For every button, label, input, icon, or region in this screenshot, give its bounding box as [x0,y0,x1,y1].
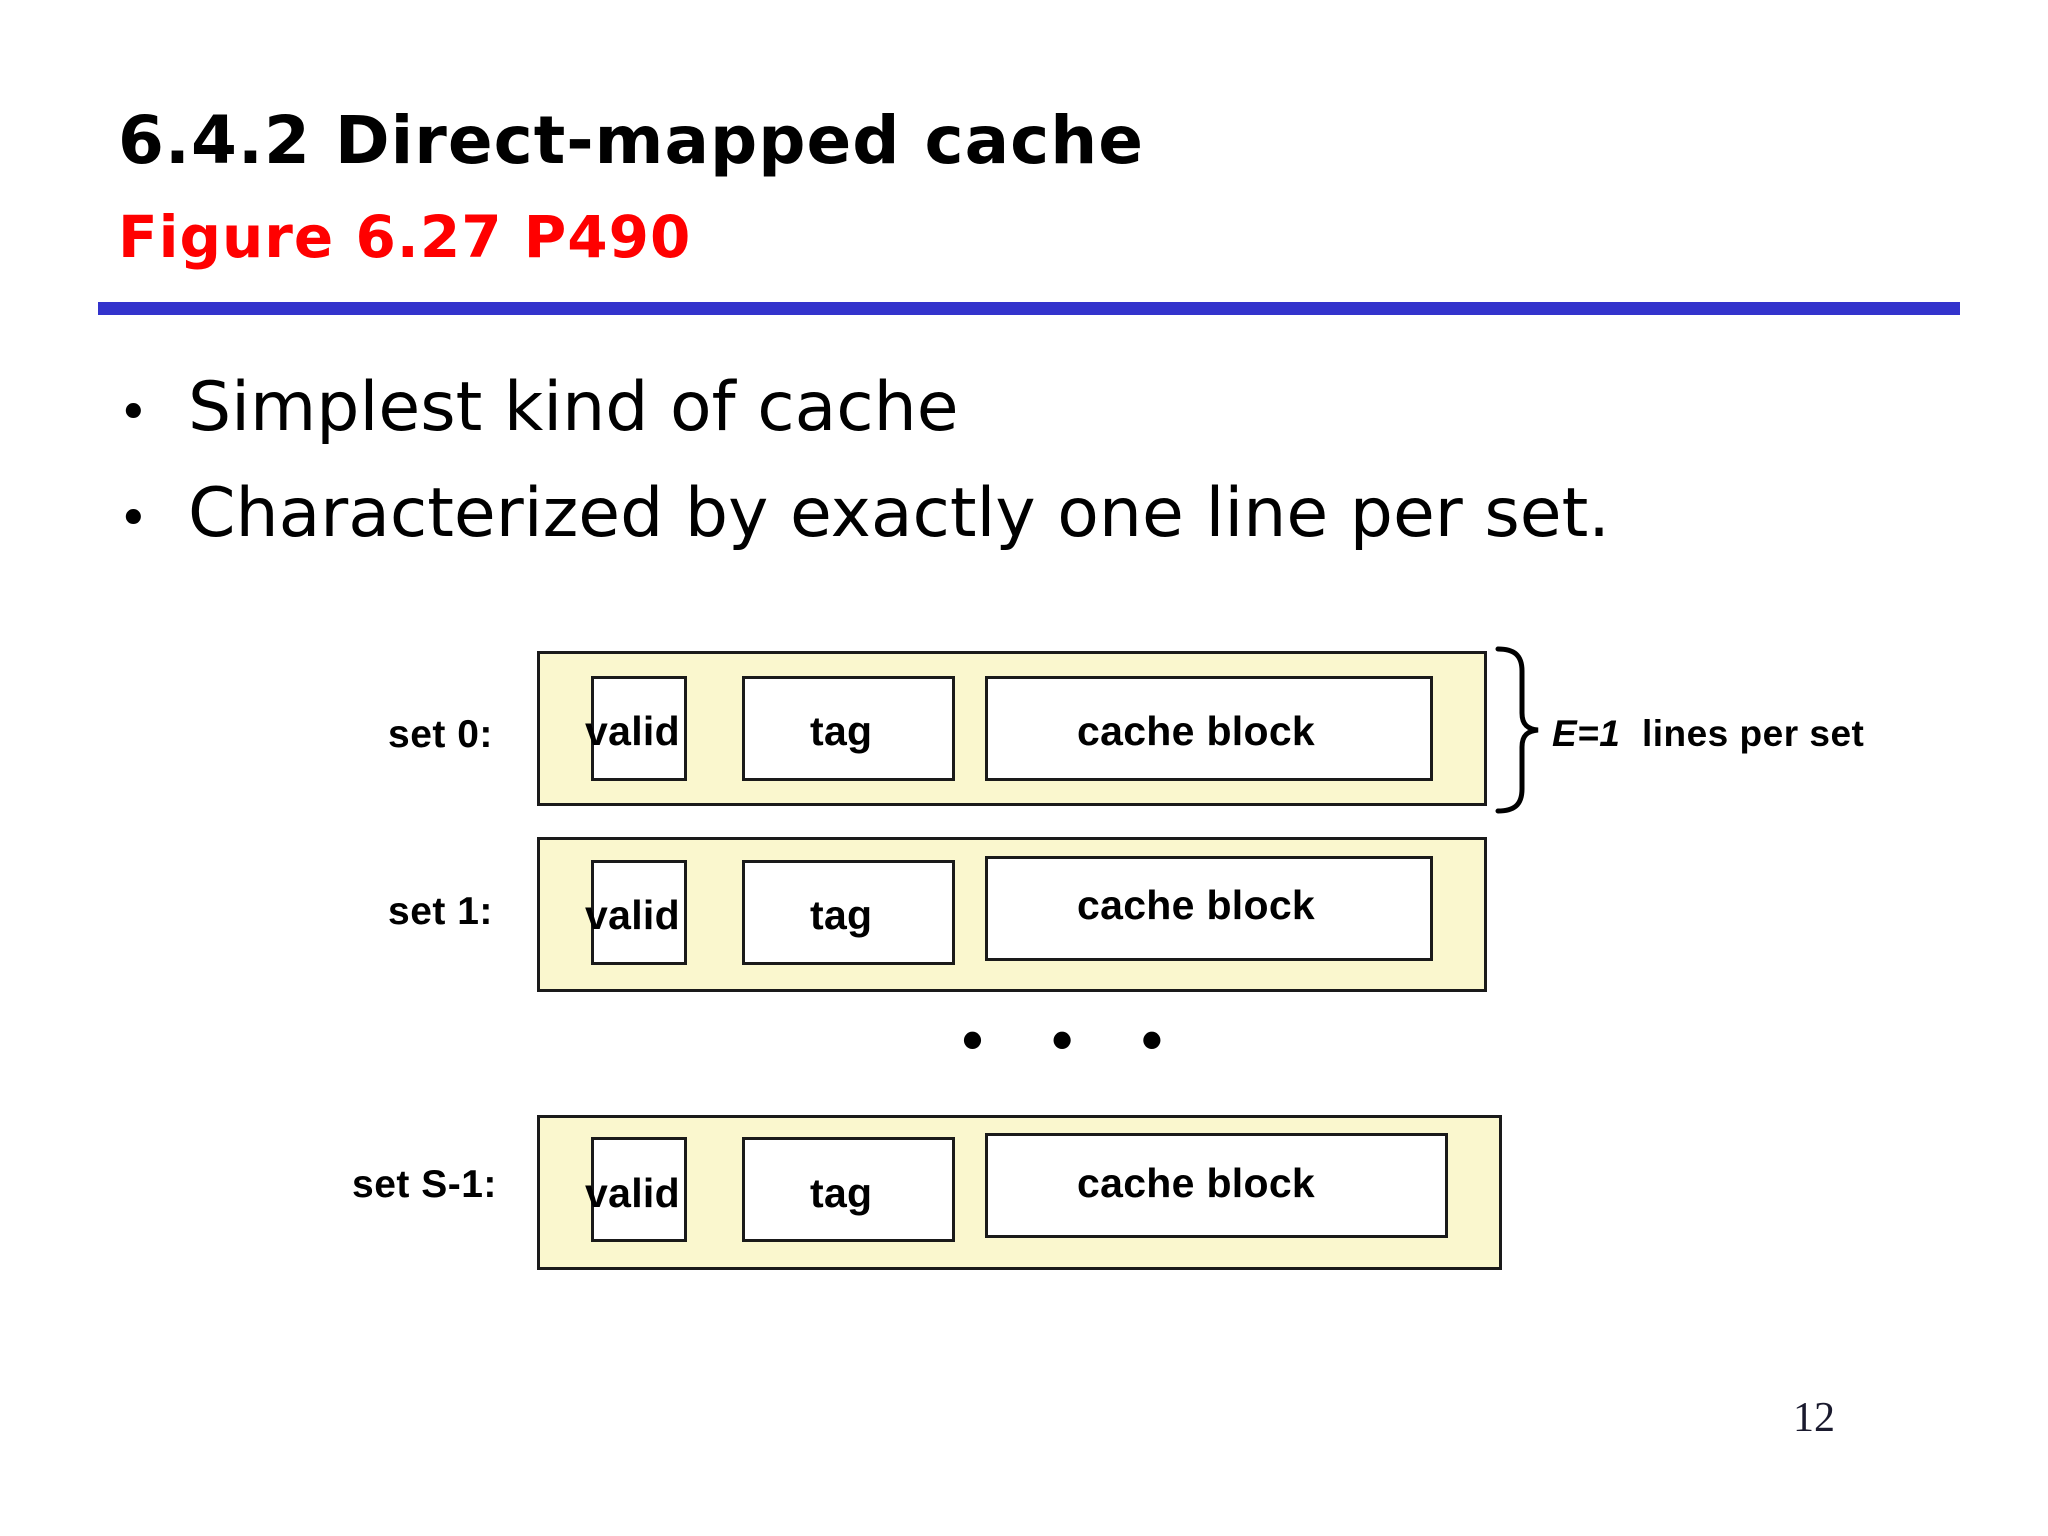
tag-cell-label-0: tag [810,708,873,754]
title-divider [98,302,1960,315]
bullet-item-1: • Simplest kind of cache [118,368,959,447]
annotation-emphasis: E=1 [1552,713,1621,754]
valid-cell-label-1: valid [585,892,680,938]
valid-cell-label-0: valid [585,708,680,754]
tag-cell-label-s-1: tag [810,1170,873,1216]
page-number: 12 [1793,1395,1835,1441]
valid-cell-s-1 [591,1137,687,1242]
brace-icon [1495,646,1539,814]
block-cell-1 [985,856,1433,961]
valid-cell-label-s-1: valid [585,1170,680,1216]
set-label-0: set 0: [388,713,493,756]
set-label-1: set 1: [388,890,493,933]
tag-cell-1 [742,860,955,965]
tag-cell-label-1: tag [810,892,873,938]
block-cell-label-1: cache block [1077,882,1316,928]
valid-cell-1 [591,860,687,965]
block-cell-0 [985,676,1433,781]
bullet-text-1: Simplest kind of cache [188,368,959,447]
set-label-s-1: set S-1: [352,1163,497,1206]
tag-cell-0 [742,676,955,781]
bullet-item-2: • Characterized by exactly one line per … [118,474,1610,553]
block-cell-label-s-1: cache block [1077,1160,1316,1206]
annotation-text: lines per set [1641,713,1865,754]
vertical-ellipsis: • • • [962,1006,1189,1073]
block-cell-label-0: cache block [1077,708,1316,754]
lines-per-set-annotation: E=1 lines per set [1552,713,1864,755]
page-title: 6.4.2 Direct-mapped cache [118,102,1144,179]
bullet-marker-icon: • [118,489,149,549]
page-subtitle: Figure 6.27 P490 [118,203,692,271]
valid-cell-0 [591,676,687,781]
bullet-marker-icon: • [118,383,149,443]
bullet-text-2: Characterized by exactly one line per se… [188,474,1610,553]
block-cell-s-1 [985,1133,1448,1238]
tag-cell-s-1 [742,1137,955,1242]
